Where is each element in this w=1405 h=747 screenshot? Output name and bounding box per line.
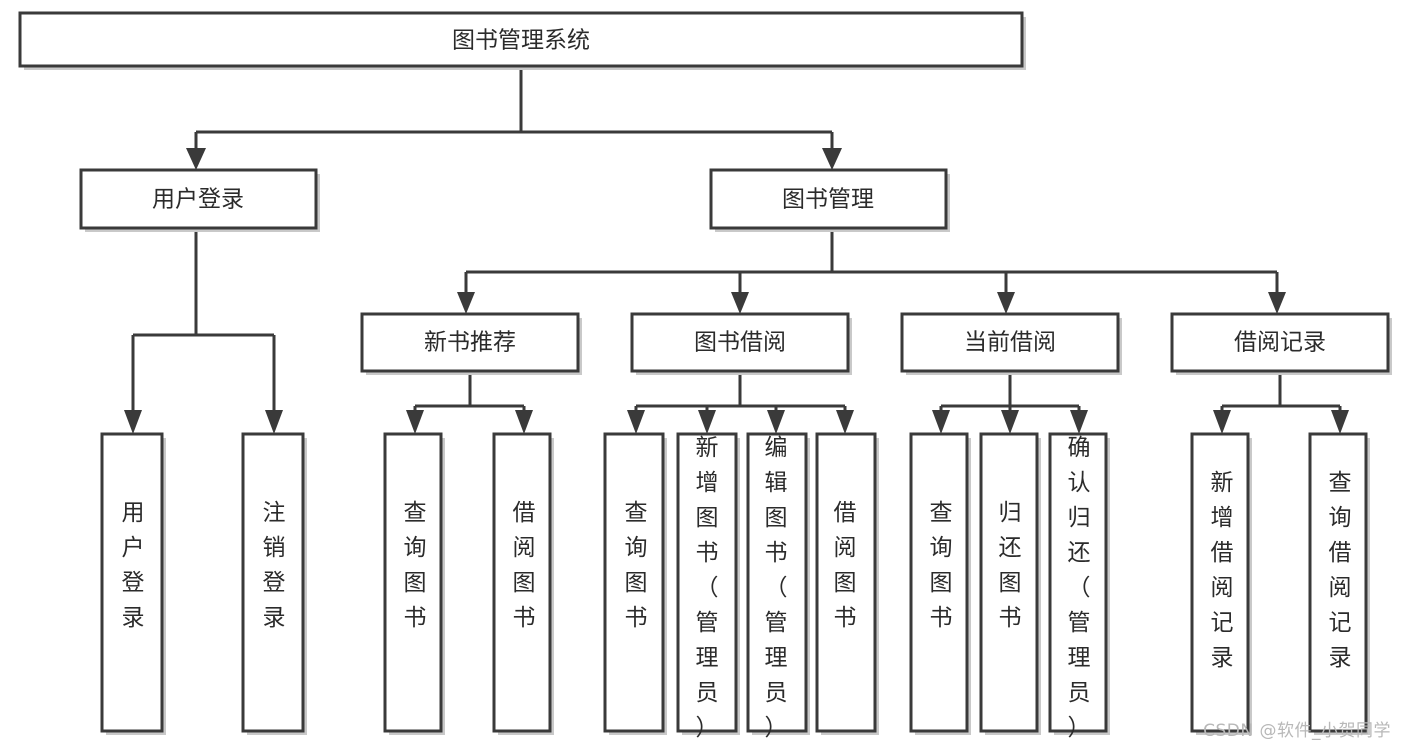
arrow-bookborrow-leaf2 [698,410,716,434]
leaf-borrow-record-add-label: 新增借阅记录 [1211,470,1234,671]
connector-layer [124,66,1349,434]
arrow-borrowrecord-leaf1 [1213,410,1231,434]
leaf-book-borrow-borrow-box[interactable] [815,432,877,733]
arrow-currentborrow-leaf1 [932,410,950,434]
leaf-new-book-borrow-label: 借阅图书 [513,500,536,631]
node-book-management[interactable]: 图书管理 [709,168,950,232]
leaf-book-borrow-borrow-label: 借阅图书 [834,500,857,631]
arrow-bookborrow-leaf4 [836,410,854,434]
node-user-login-label: 用户登录 [152,187,244,213]
arrow-borrowrecord-leaf2 [1331,410,1349,434]
leaf-book-borrow-add-label: 新增图书（管理员） [696,435,719,741]
node-book-borrow[interactable]: 图书借阅 [630,312,852,375]
leaf-book-borrow-borrow[interactable]: 借阅图书 [815,432,879,735]
node-user-login[interactable]: 用户登录 [79,168,320,232]
leaf-current-borrow-confirm-box[interactable] [1048,432,1108,733]
leaf-current-borrow-confirm-label: 确认归还（管理员） [1068,435,1091,741]
node-root-box[interactable] [18,11,1024,68]
leaf-user-login-logout[interactable]: 注销登录 [241,432,307,735]
node-borrow-record-box[interactable] [1170,312,1390,373]
leaf-new-book-query-label: 查询图书 [404,500,427,631]
node-current-borrow[interactable]: 当前借阅 [900,312,1122,375]
leaf-current-borrow-query-box[interactable] [909,432,969,733]
leaf-book-borrow-add-box[interactable] [676,432,738,733]
leaf-user-login-logout-label: 注销登录 [263,500,286,631]
node-book-borrow-label: 图书借阅 [694,330,786,356]
leaf-book-borrow-add[interactable]: 新增图书（管理员） [676,432,740,741]
arrow-currentborrow-leaf3 [1070,410,1088,434]
arrow-root-to-book-mgmt [822,148,842,170]
node-root-label: 图书管理系统 [452,28,590,54]
arrow-bookmgmt-to-new [457,292,475,314]
leaf-borrow-record-add-box[interactable] [1190,432,1250,733]
csdn-watermark: CSDN @软件_小贺同学 [1203,721,1391,741]
arrow-newbook-leaf1 [406,410,424,434]
node-book-management-label: 图书管理 [782,187,874,213]
leaf-new-book-borrow-box[interactable] [492,432,552,733]
leaf-current-borrow-return[interactable]: 归还图书 [979,432,1041,735]
leaf-book-borrow-edit[interactable]: 编辑图书（管理员） [746,432,810,741]
node-current-borrow-box[interactable] [900,312,1120,373]
arrow-userlogin-leaf1 [124,410,142,434]
leaf-borrow-record-query[interactable]: 查询借阅记录 [1308,432,1370,735]
leaf-book-borrow-query-label: 查询图书 [625,500,648,631]
arrow-bookborrow-leaf1 [627,410,645,434]
leaf-user-login-login-label: 用户登录 [122,500,145,631]
arrow-root-to-user-login [186,148,206,170]
node-root[interactable]: 图书管理系统 [18,11,1026,70]
node-new-book-recommend[interactable]: 新书推荐 [360,312,582,375]
leaf-user-login-login-box[interactable] [100,432,164,733]
leaf-book-borrow-query-box[interactable] [603,432,665,733]
leaf-new-book-query-box[interactable] [383,432,443,733]
leaf-new-book-borrow[interactable]: 借阅图书 [492,432,554,735]
arrow-currentborrow-leaf2 [1001,410,1019,434]
node-new-book-recommend-label: 新书推荐 [424,330,516,356]
leaf-borrow-record-query-box[interactable] [1308,432,1368,733]
arrow-bookmgmt-to-record [1268,292,1286,314]
arrow-bookborrow-leaf3 [767,410,785,434]
arrow-userlogin-leaf2 [265,410,283,434]
leaf-user-login-login[interactable]: 用户登录 [100,432,166,735]
leaf-book-borrow-edit-box[interactable] [746,432,808,733]
leaf-current-borrow-query-label: 查询图书 [930,500,953,631]
node-current-borrow-label: 当前借阅 [964,330,1056,356]
leaf-borrow-record-add[interactable]: 新增借阅记录 [1190,432,1252,735]
leaf-borrow-record-query-label: 查询借阅记录 [1329,470,1352,671]
node-new-book-recommend-box[interactable] [360,312,580,373]
node-book-borrow-box[interactable] [630,312,850,373]
node-borrow-record[interactable]: 借阅记录 [1170,312,1392,375]
arrow-bookmgmt-to-current [997,292,1015,314]
leaf-current-borrow-return-label: 归还图书 [999,500,1022,631]
node-user-login-box[interactable] [79,168,318,230]
arrow-bookmgmt-to-borrow [731,292,749,314]
leaf-book-borrow-query[interactable]: 查询图书 [603,432,667,735]
arrow-newbook-leaf2 [515,410,533,434]
leaf-book-borrow-edit-label: 编辑图书（管理员） [765,435,788,741]
leaf-new-book-query[interactable]: 查询图书 [383,432,445,735]
leaf-user-login-logout-box[interactable] [241,432,305,733]
leaf-current-borrow-confirm[interactable]: 确认归还（管理员） [1048,432,1110,741]
leaf-current-borrow-return-box[interactable] [979,432,1039,733]
leaf-current-borrow-query[interactable]: 查询图书 [909,432,971,735]
node-borrow-record-label: 借阅记录 [1234,330,1326,356]
node-book-management-box[interactable] [709,168,948,230]
